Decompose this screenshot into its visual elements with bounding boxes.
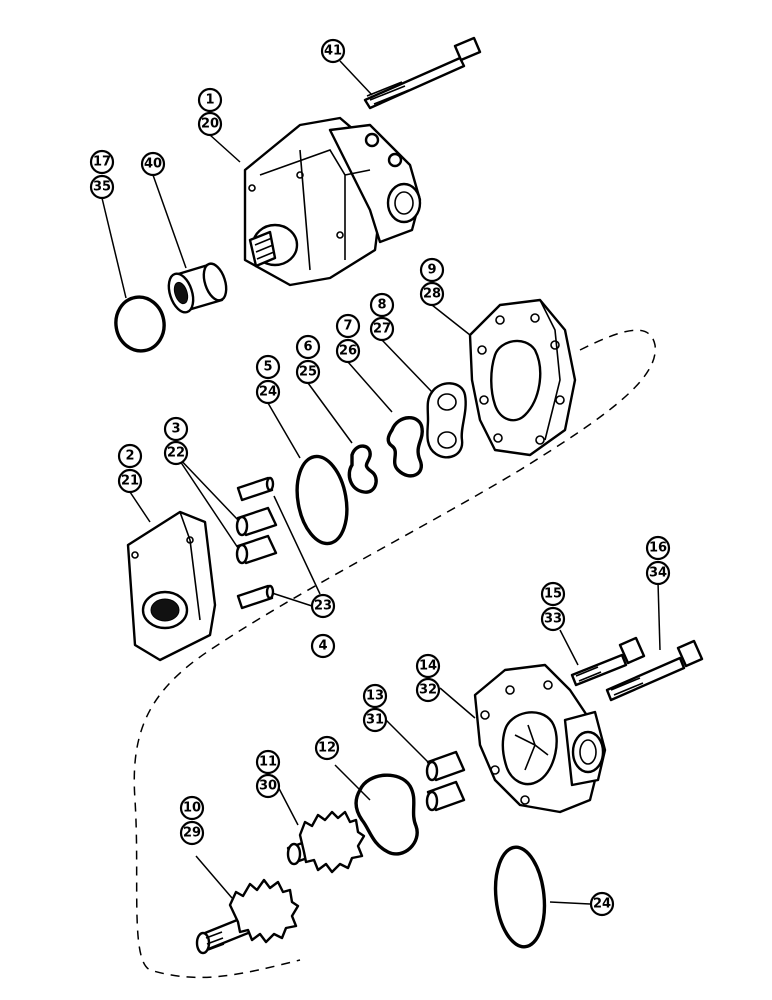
bushing-upper xyxy=(235,506,278,537)
cap-screw-short xyxy=(570,636,646,687)
rear-housing xyxy=(473,663,607,814)
svg-text:10: 10 xyxy=(183,801,201,816)
dowel-pin-upper xyxy=(236,476,275,502)
callout-29: 29 xyxy=(179,820,205,846)
callout-32: 32 xyxy=(415,677,441,703)
svg-text:24: 24 xyxy=(259,385,277,400)
svg-text:23: 23 xyxy=(314,599,332,614)
bushing-rear-upper xyxy=(425,750,466,782)
svg-text:28: 28 xyxy=(423,287,441,302)
callout-2: 2 xyxy=(117,443,143,469)
callout-1: 1 xyxy=(197,87,223,113)
callout-34: 34 xyxy=(645,560,671,586)
callout-17: 17 xyxy=(89,149,115,175)
snap-ring xyxy=(114,295,166,353)
svg-text:20: 20 xyxy=(201,117,219,132)
svg-text:30: 30 xyxy=(259,779,277,794)
callout-35: 35 xyxy=(89,174,115,200)
svg-text:13: 13 xyxy=(366,689,384,704)
callout-15: 15 xyxy=(540,581,566,607)
callout-24-rear: 24 xyxy=(589,891,615,917)
svg-text:34: 34 xyxy=(649,566,667,581)
callout-23: 23 xyxy=(310,593,336,619)
figure-eight-gasket xyxy=(426,382,467,459)
bushing-lower xyxy=(235,534,278,565)
callout-10: 10 xyxy=(179,795,205,821)
bushing-rear-lower xyxy=(425,780,466,812)
callout-30: 30 xyxy=(255,773,281,799)
callout-5: 5 xyxy=(255,354,281,380)
callout-9: 9 xyxy=(419,257,445,283)
callout-3: 3 xyxy=(163,416,189,442)
svg-text:24: 24 xyxy=(593,897,611,912)
svg-text:14: 14 xyxy=(419,659,437,674)
svg-text:9: 9 xyxy=(427,263,436,278)
callout-7: 7 xyxy=(335,313,361,339)
callout-11: 11 xyxy=(255,749,281,775)
pump-assembly xyxy=(243,116,422,287)
dowel-pin-lower xyxy=(236,584,275,610)
svg-text:12: 12 xyxy=(318,741,336,756)
drive-gear-shaft xyxy=(195,878,300,955)
shaft-coupling xyxy=(167,262,228,314)
svg-text:40: 40 xyxy=(144,157,162,172)
callout-14: 14 xyxy=(415,653,441,679)
svg-text:41: 41 xyxy=(324,44,342,59)
callout-24: 24 xyxy=(255,379,281,405)
rear-seal xyxy=(354,773,419,856)
svg-text:4: 4 xyxy=(318,639,327,654)
callout-40: 40 xyxy=(140,151,166,177)
callout-26: 26 xyxy=(335,338,361,364)
shaped-seal xyxy=(347,444,378,494)
idler-gear xyxy=(286,810,366,874)
svg-text:7: 7 xyxy=(343,319,352,334)
callout-16: 16 xyxy=(645,535,671,561)
leader-lines xyxy=(101,60,661,905)
callout-41: 41 xyxy=(320,38,346,64)
svg-text:22: 22 xyxy=(167,446,185,461)
callout-6: 6 xyxy=(295,334,321,360)
svg-text:2: 2 xyxy=(125,449,134,464)
svg-text:5: 5 xyxy=(263,360,272,375)
svg-text:31: 31 xyxy=(366,713,384,728)
cap-screw-long xyxy=(605,639,704,702)
callout-21: 21 xyxy=(117,468,143,494)
svg-text:21: 21 xyxy=(121,474,139,489)
callout-8: 8 xyxy=(369,292,395,318)
callout-4: 4 xyxy=(310,633,336,659)
callout-22: 22 xyxy=(163,440,189,466)
o-ring-rear xyxy=(493,845,547,949)
svg-text:6: 6 xyxy=(303,340,312,355)
callout-28: 28 xyxy=(419,281,445,307)
callout-20: 20 xyxy=(197,111,223,137)
long-bolt xyxy=(363,36,482,110)
callout-13: 13 xyxy=(362,683,388,709)
svg-text:17: 17 xyxy=(93,155,111,170)
svg-text:3: 3 xyxy=(171,422,180,437)
callout-33: 33 xyxy=(540,606,566,632)
svg-text:25: 25 xyxy=(299,365,317,380)
gear-housing-body xyxy=(468,298,577,457)
svg-text:27: 27 xyxy=(373,322,391,337)
svg-text:35: 35 xyxy=(93,180,111,195)
front-cover-plate xyxy=(126,510,217,662)
svg-text:11: 11 xyxy=(259,755,277,770)
svg-text:29: 29 xyxy=(183,826,201,841)
svg-text:32: 32 xyxy=(419,683,437,698)
svg-text:1: 1 xyxy=(205,93,214,108)
callout-25: 25 xyxy=(295,359,321,385)
backup-seal xyxy=(386,416,424,478)
callout-27: 27 xyxy=(369,316,395,342)
svg-text:33: 33 xyxy=(544,612,562,627)
o-ring-large xyxy=(295,454,349,546)
assembly-path-dashed xyxy=(133,329,656,979)
svg-text:16: 16 xyxy=(649,541,667,556)
svg-text:15: 15 xyxy=(544,587,562,602)
callout-31: 31 xyxy=(362,707,388,733)
svg-text:26: 26 xyxy=(339,344,357,359)
callout-12: 12 xyxy=(314,735,340,761)
svg-text:8: 8 xyxy=(377,298,386,313)
